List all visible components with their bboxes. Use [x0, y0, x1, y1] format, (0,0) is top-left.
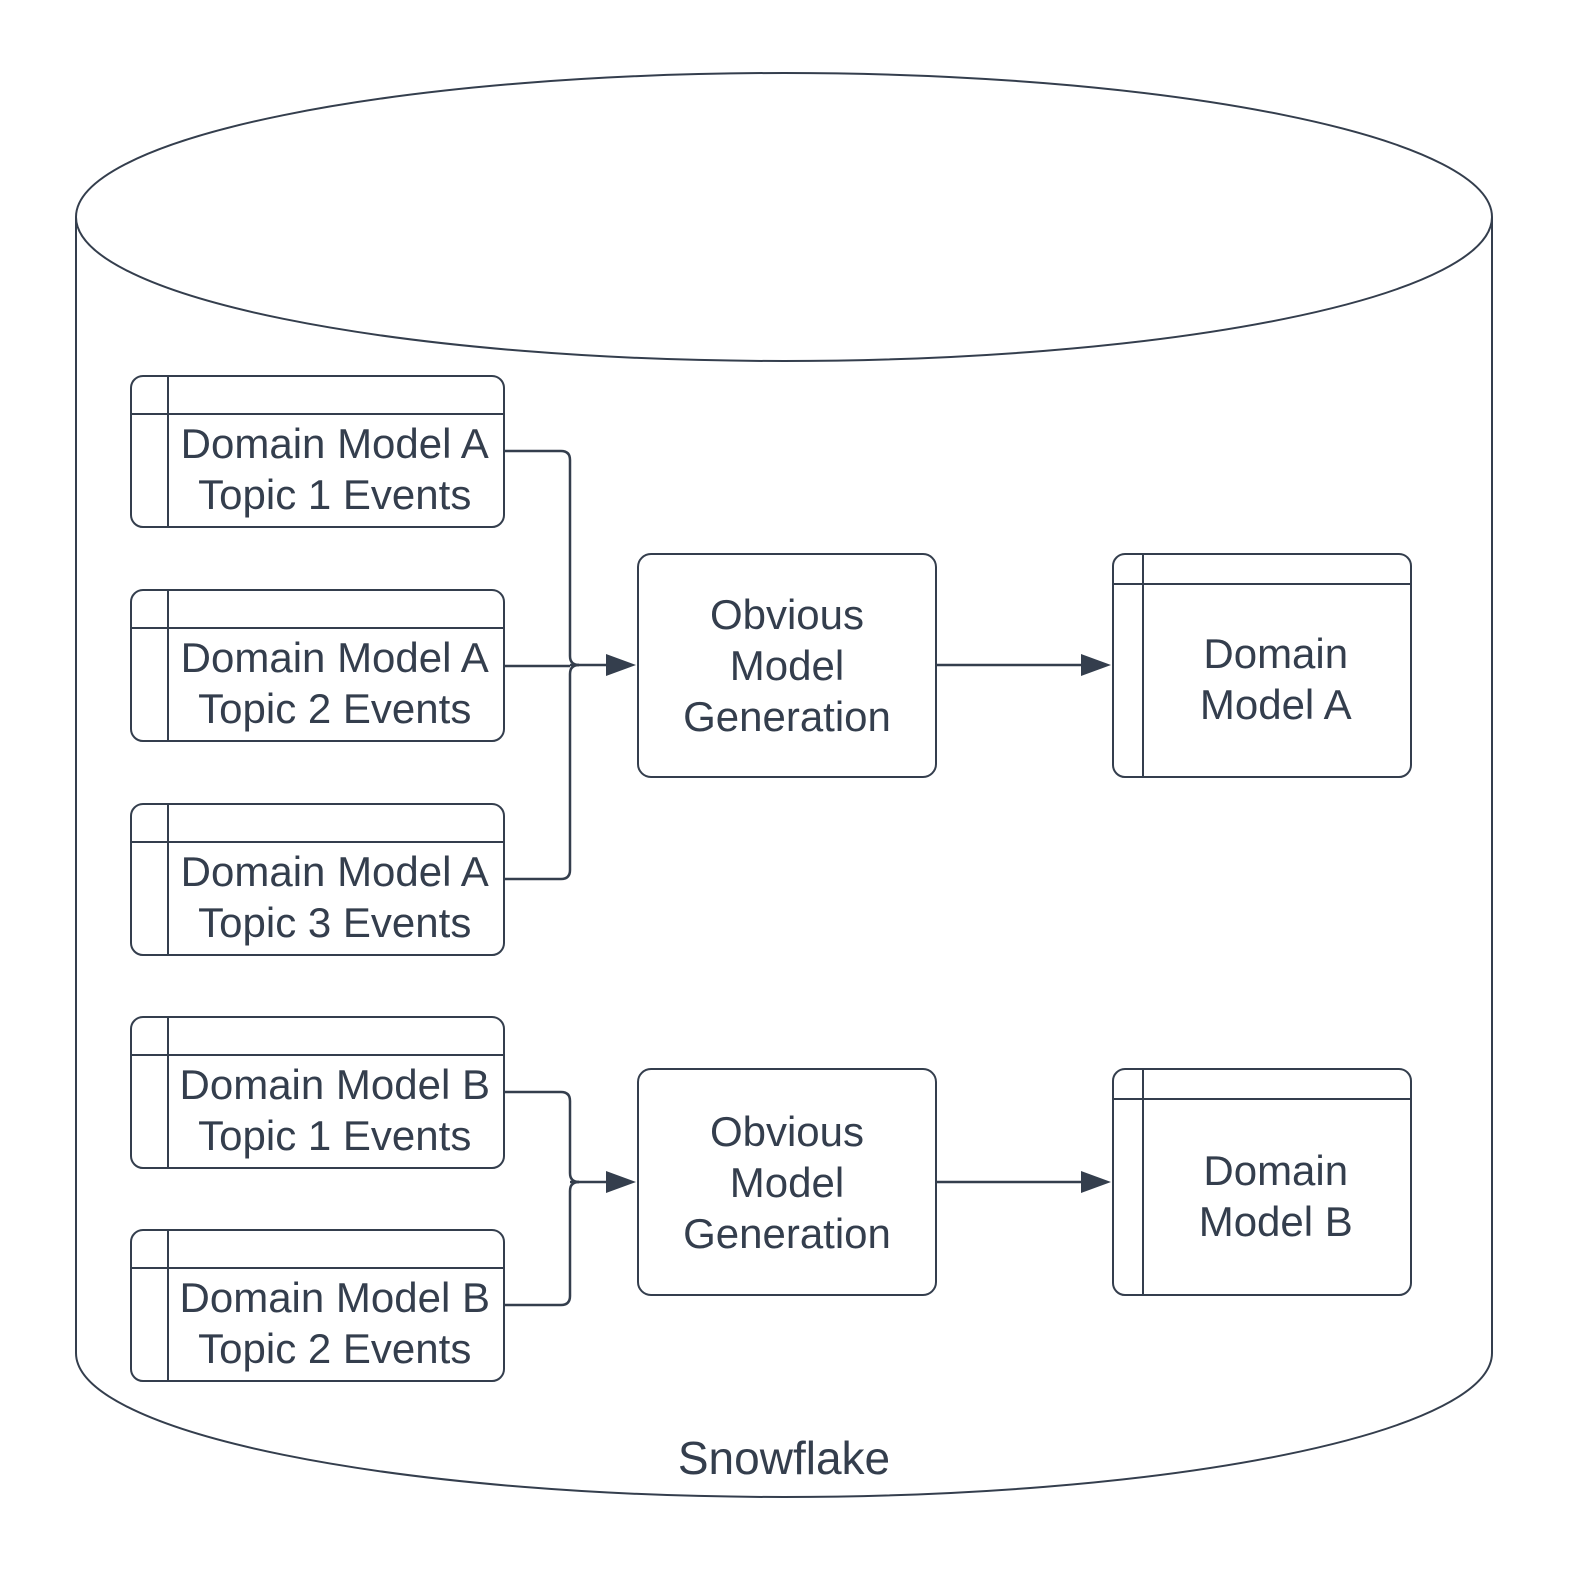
table-label: Domain Model B Topic 2 Events	[167, 1267, 504, 1381]
table-label: Domain Model B Topic 1 Events	[167, 1054, 504, 1168]
table-header-divider	[132, 626, 503, 629]
arrowhead-into-output-a	[1081, 654, 1111, 676]
table-label-line: Topic 2 Events	[198, 1325, 472, 1373]
table-label-line: Domain Model A	[180, 848, 489, 896]
table-key-column-divider	[166, 1231, 169, 1380]
table-label-line: Domain Model B	[179, 1061, 490, 1109]
table-label: Domain Model A	[1142, 583, 1411, 777]
process-obvious-model-generation-b: Obvious Model Generation	[637, 1068, 937, 1296]
table-label-line: Domain	[1203, 630, 1349, 678]
table-key-column-divider	[1141, 555, 1144, 776]
snowflake-label: Snowflake	[677, 1432, 891, 1484]
process-label-line: Generation	[683, 1209, 891, 1257]
table-label: Domain Model A Topic 2 Events	[167, 627, 504, 741]
table-key-column-divider	[166, 805, 169, 954]
arrowhead-into-process-b	[606, 1171, 636, 1193]
table-label-line: Domain Model A	[180, 634, 489, 682]
table-label-line: Topic 2 Events	[198, 685, 472, 733]
process-obvious-model-generation-a: Obvious Model Generation	[637, 553, 937, 778]
table-header-divider	[1114, 1097, 1410, 1100]
table-domain-b-topic-1-events: Domain Model B Topic 1 Events	[130, 1016, 505, 1169]
table-label-line: Domain	[1203, 1146, 1349, 1194]
connector-b1-to-merge	[505, 1090, 580, 1184]
arrowhead-into-output-b	[1081, 1171, 1111, 1193]
process-label-line: Obvious	[709, 591, 865, 638]
connector-a1-to-merge	[505, 449, 580, 667]
table-key-column-divider	[166, 591, 169, 740]
table-header-divider	[1114, 582, 1410, 585]
table-key-column-divider	[166, 377, 169, 526]
table-label-line: Model A	[1199, 681, 1352, 729]
table-label-line: Topic 3 Events	[198, 899, 472, 947]
table-header-divider	[132, 1266, 503, 1269]
connector-b2-to-merge	[505, 1180, 580, 1307]
table-key-column-divider	[1141, 1070, 1144, 1294]
process-label-line: Obvious	[709, 1107, 865, 1155]
process-label-line: Model	[729, 1158, 845, 1206]
table-key-column-divider	[166, 1018, 169, 1167]
cylinder-body	[75, 217, 1493, 1498]
table-header-divider	[132, 1053, 503, 1056]
table-label: Domain Model A Topic 1 Events	[167, 413, 504, 527]
table-domain-model-a: Domain Model A	[1112, 553, 1412, 778]
table-label: Domain Model A Topic 3 Events	[167, 841, 504, 955]
table-domain-a-topic-3-events: Domain Model A Topic 3 Events	[130, 803, 505, 956]
table-domain-model-b: Domain Model B	[1112, 1068, 1412, 1296]
table-label-line: Topic 1 Events	[198, 1112, 472, 1160]
table-label-line: Domain Model A	[180, 420, 489, 468]
process-label-line: Generation	[683, 693, 891, 740]
table-header-divider	[132, 840, 503, 843]
arrowhead-into-process-a	[606, 654, 636, 676]
process-label-line: Model	[729, 642, 845, 689]
table-domain-a-topic-2-events: Domain Model A Topic 2 Events	[130, 589, 505, 742]
connector-a3-to-merge	[505, 663, 580, 881]
table-header-divider	[132, 412, 503, 415]
table-label-line: Topic 1 Events	[198, 471, 472, 519]
table-domain-b-topic-2-events: Domain Model B Topic 2 Events	[130, 1229, 505, 1382]
cylinder-top-ellipse	[75, 72, 1493, 362]
table-label-line: Domain Model B	[179, 1274, 490, 1322]
table-label: Domain Model B	[1142, 1098, 1411, 1295]
table-label-line: Model B	[1198, 1197, 1353, 1245]
snowflake-cylinder	[75, 72, 1493, 1498]
table-domain-a-topic-1-events: Domain Model A Topic 1 Events	[130, 375, 505, 528]
